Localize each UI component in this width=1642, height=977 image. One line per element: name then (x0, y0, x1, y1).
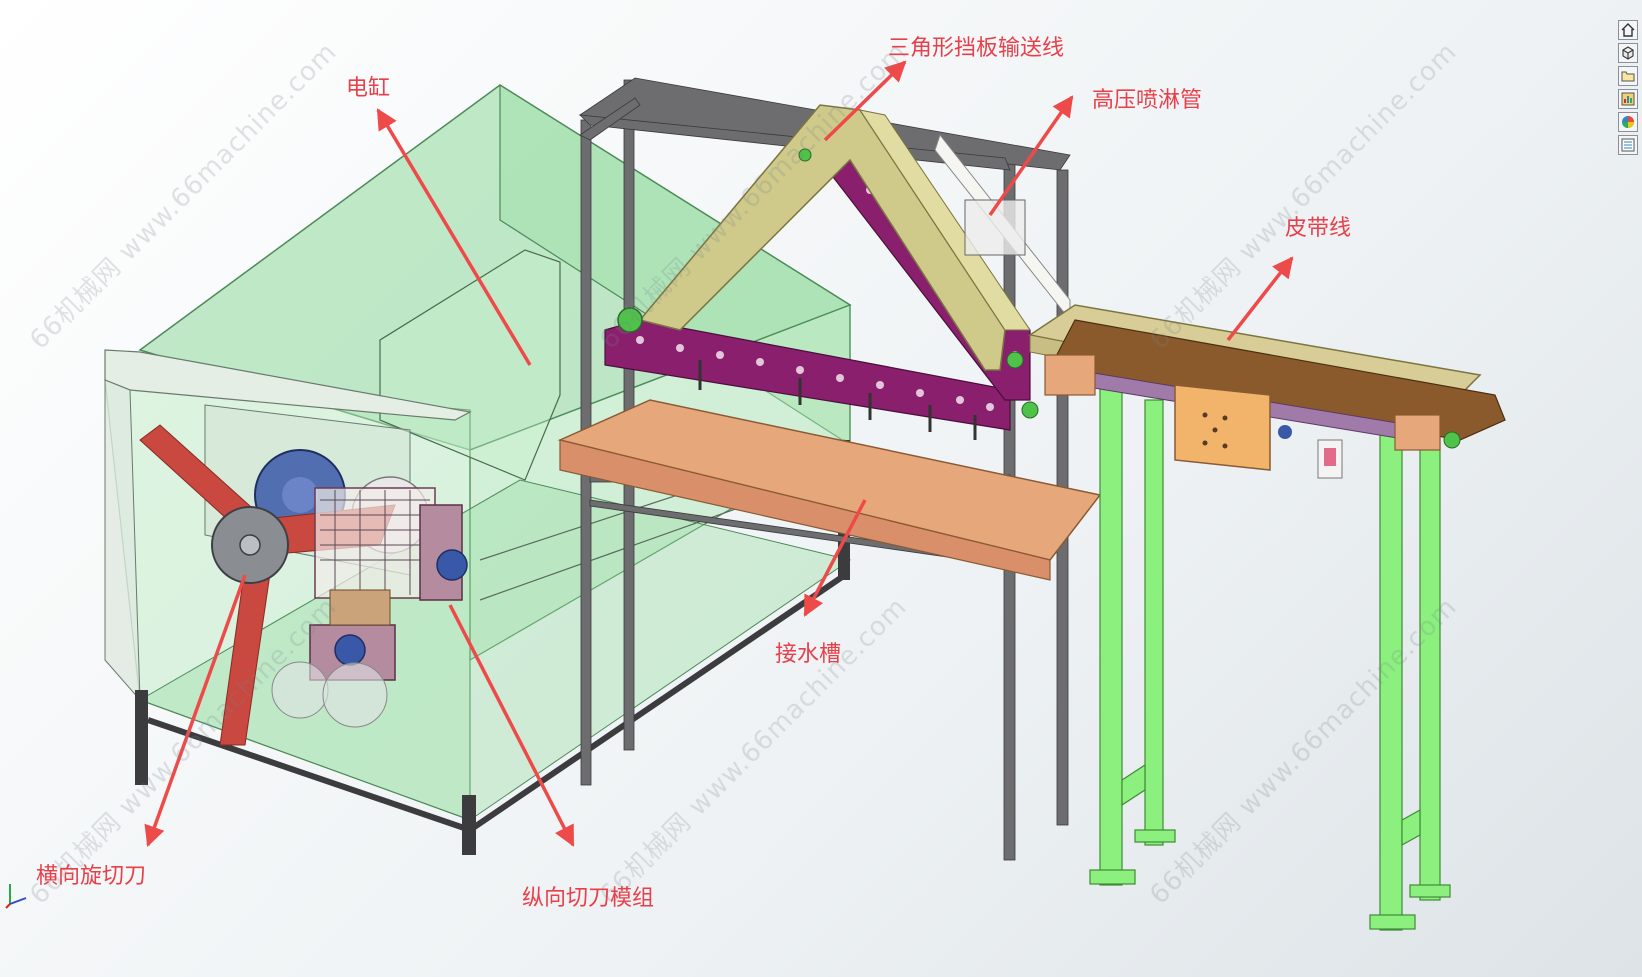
arrow-rotary-cutter (144, 574, 247, 847)
label-belt-line: 皮带线 (1285, 216, 1352, 241)
label-water-trough: 接水槽 (775, 642, 842, 667)
arrow-spray-pipe (988, 95, 1074, 216)
axis-triad-icon (5, 884, 27, 909)
label-triangle-baffle-conveyor: 三角形挡板输送线 (888, 36, 1065, 61)
label-transverse-rotary-cutter: 横向旋切刀 (36, 864, 147, 889)
rotary-cutter-assembly (139, 424, 468, 746)
list-icon[interactable] (1618, 135, 1638, 155)
label-longitudinal-cutter-module: 纵向切刀模组 (522, 886, 655, 911)
home-icon[interactable] (1618, 20, 1638, 40)
callout-arrows (144, 60, 1294, 847)
belt-line (1028, 304, 1506, 931)
view-toolbar (1618, 20, 1640, 155)
appearance-icon[interactable] (1618, 112, 1638, 132)
arrow-triangle-baffle (823, 60, 907, 142)
label-high-pressure-spray-pipe: 高压喷淋管 (1092, 88, 1203, 113)
arrow-electric-cylinder (376, 108, 532, 366)
folder-icon[interactable] (1618, 66, 1638, 86)
label-electric-cylinder: 电缸 (346, 76, 391, 101)
cube-icon[interactable] (1618, 43, 1638, 63)
arrow-water-trough (803, 499, 867, 617)
chart-icon[interactable] (1618, 89, 1638, 109)
triangle-baffle-conveyor (617, 104, 1071, 419)
arrow-belt-line (1226, 256, 1294, 342)
arrow-longitudinal-cutter (448, 604, 575, 847)
